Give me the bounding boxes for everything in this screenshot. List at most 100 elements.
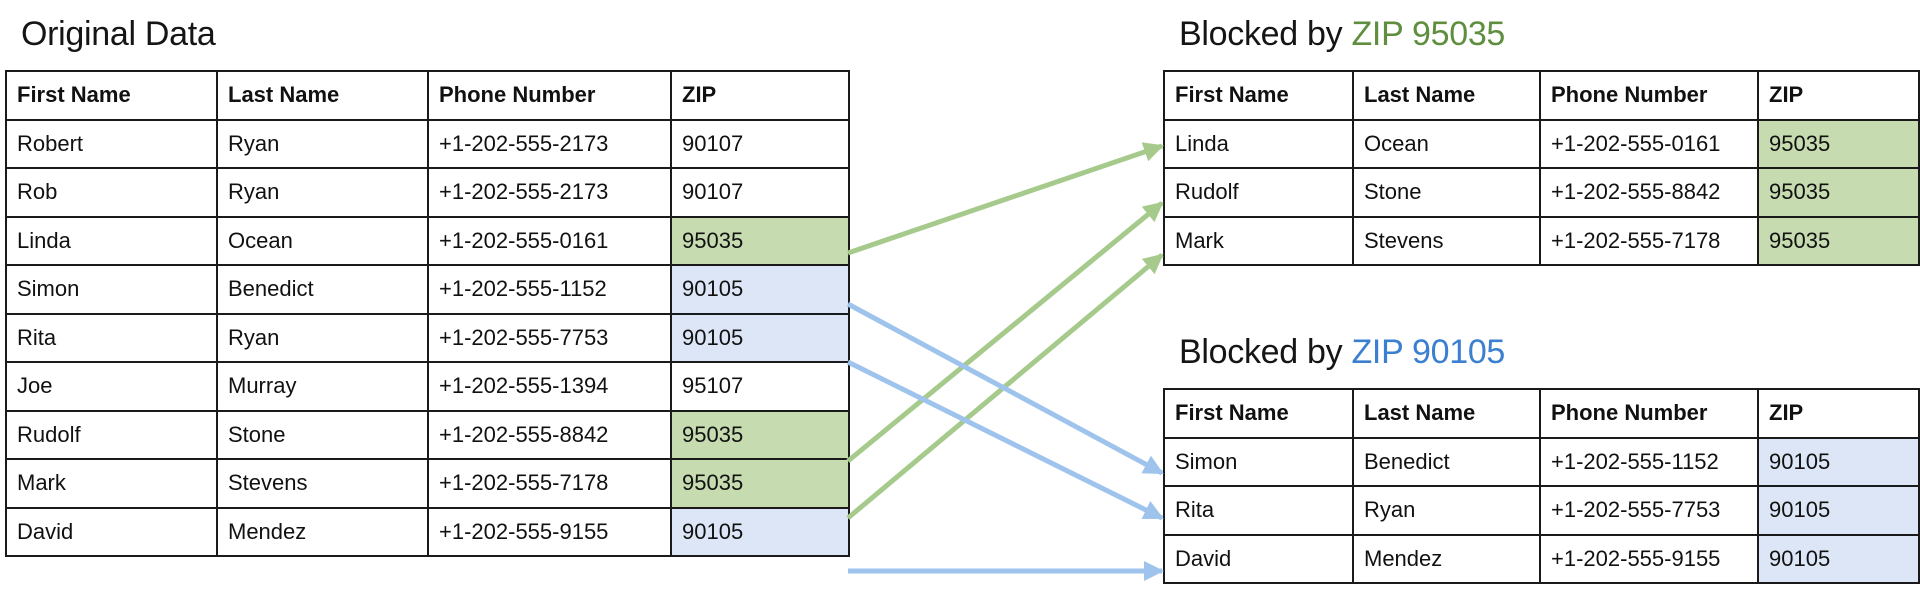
arrow-mark-icon xyxy=(846,253,1164,520)
cell-zip-highlighted-green: 95035 xyxy=(1757,118,1920,169)
cell-first-name: Rudolf xyxy=(1163,167,1354,218)
cell-phone: +1-202-555-1152 xyxy=(1539,436,1759,487)
cell-phone: +1-202-555-0161 xyxy=(427,215,672,266)
cell-zip-highlighted-blue: 90105 xyxy=(1757,485,1920,536)
block-95035-title-prefix: Blocked by xyxy=(1179,15,1352,53)
cell-phone: +1-202-555-7753 xyxy=(1539,485,1759,536)
header-zip: ZIP xyxy=(1757,70,1920,121)
header-first-name: First Name xyxy=(1163,70,1354,121)
cell-first-name: Rudolf xyxy=(5,409,218,460)
cell-zip-highlighted-blue: 90105 xyxy=(670,312,850,363)
table-row: David Mendez +1-202-555-9155 90105 xyxy=(1163,533,1920,584)
table-row: Rita Ryan +1-202-555-7753 90105 xyxy=(5,312,850,363)
cell-first-name: Robert xyxy=(5,118,218,169)
header-first-name: First Name xyxy=(5,70,218,121)
cell-first-name: Joe xyxy=(5,361,218,412)
header-last-name: Last Name xyxy=(1352,388,1541,439)
table-row: Rudolf Stone +1-202-555-8842 95035 xyxy=(5,409,850,460)
table-row: Rudolf Stone +1-202-555-8842 95035 xyxy=(1163,167,1920,218)
cell-last-name: Stone xyxy=(1352,167,1541,218)
original-data-title: Original Data xyxy=(21,15,216,53)
arrow-rita-icon xyxy=(846,359,1164,521)
cell-zip-highlighted-green: 95035 xyxy=(1757,215,1920,266)
cell-first-name: Linda xyxy=(1163,118,1354,169)
cell-zip: 90107 xyxy=(670,167,850,218)
table-row: Mark Stevens +1-202-555-7178 95035 xyxy=(5,458,850,509)
cell-last-name: Mendez xyxy=(216,506,429,557)
cell-zip-highlighted-green: 95035 xyxy=(1757,167,1920,218)
cell-last-name: Ocean xyxy=(1352,118,1541,169)
cell-last-name: Stevens xyxy=(1352,215,1541,266)
cell-first-name: Simon xyxy=(1163,436,1354,487)
table-header-row: First Name Last Name Phone Number ZIP xyxy=(1163,388,1920,439)
table-row: Rita Ryan +1-202-555-7753 90105 xyxy=(1163,485,1920,536)
cell-phone: +1-202-555-2173 xyxy=(427,167,672,218)
cell-first-name: Mark xyxy=(5,458,218,509)
cell-zip-highlighted-green: 95035 xyxy=(670,215,850,266)
arrow-rudolf-icon xyxy=(846,201,1164,463)
cell-zip-highlighted-blue: 90105 xyxy=(1757,533,1920,584)
cell-first-name: Rita xyxy=(5,312,218,363)
header-last-name: Last Name xyxy=(1352,70,1541,121)
header-zip: ZIP xyxy=(670,70,850,121)
block-95035-title-key: ZIP 95035 xyxy=(1351,15,1506,53)
table-row: Simon Benedict +1-202-555-1152 90105 xyxy=(5,264,850,315)
block-90105-table: First Name Last Name Phone Number ZIP Si… xyxy=(1163,388,1920,584)
cell-zip-highlighted-blue: 90105 xyxy=(670,506,850,557)
cell-last-name: Stone xyxy=(216,409,429,460)
block-95035-title: Blocked by ZIP 95035 xyxy=(1179,14,1505,54)
cell-last-name: Mendez xyxy=(1352,533,1541,584)
cell-phone: +1-202-555-8842 xyxy=(1539,167,1759,218)
header-phone-number: Phone Number xyxy=(1539,70,1759,121)
block-95035-table: First Name Last Name Phone Number ZIP Li… xyxy=(1163,70,1920,266)
cell-zip: 95107 xyxy=(670,361,850,412)
cell-phone: +1-202-555-9155 xyxy=(427,506,672,557)
cell-last-name: Ryan xyxy=(1352,485,1541,536)
cell-last-name: Murray xyxy=(216,361,429,412)
header-phone-number: Phone Number xyxy=(427,70,672,121)
table-row: Robert Ryan +1-202-555-2173 90107 xyxy=(5,118,850,169)
table-row: David Mendez +1-202-555-9155 90105 xyxy=(5,506,850,557)
header-zip: ZIP xyxy=(1757,388,1920,439)
cell-first-name: Simon xyxy=(5,264,218,315)
cell-last-name: Ryan xyxy=(216,312,429,363)
cell-last-name: Ryan xyxy=(216,167,429,218)
cell-last-name: Benedict xyxy=(1352,436,1541,487)
cell-first-name: David xyxy=(5,506,218,557)
cell-last-name: Ocean xyxy=(216,215,429,266)
cell-zip-highlighted-green: 95035 xyxy=(670,458,850,509)
cell-last-name: Stevens xyxy=(216,458,429,509)
cell-phone: +1-202-555-9155 xyxy=(1539,533,1759,584)
arrow-simon-icon xyxy=(846,301,1164,476)
cell-phone: +1-202-555-7753 xyxy=(427,312,672,363)
table-row: Rob Ryan +1-202-555-2173 90107 xyxy=(5,167,850,218)
cell-zip-highlighted-blue: 90105 xyxy=(1757,436,1920,487)
cell-phone: +1-202-555-1394 xyxy=(427,361,672,412)
table-header-row: First Name Last Name Phone Number ZIP xyxy=(1163,70,1920,121)
cell-phone: +1-202-555-2173 xyxy=(427,118,672,169)
header-last-name: Last Name xyxy=(216,70,429,121)
cell-zip-highlighted-blue: 90105 xyxy=(670,264,850,315)
cell-first-name: David xyxy=(1163,533,1354,584)
cell-last-name: Benedict xyxy=(216,264,429,315)
cell-phone: +1-202-555-1152 xyxy=(427,264,672,315)
header-phone-number: Phone Number xyxy=(1539,388,1759,439)
table-row: Simon Benedict +1-202-555-1152 90105 xyxy=(1163,436,1920,487)
block-90105-title-key: ZIP 90105 xyxy=(1351,333,1506,371)
cell-zip-highlighted-green: 95035 xyxy=(670,409,850,460)
table-row: Linda Ocean +1-202-555-0161 95035 xyxy=(5,215,850,266)
table-row: Linda Ocean +1-202-555-0161 95035 xyxy=(1163,118,1920,169)
table-row: Joe Murray +1-202-555-1394 95107 xyxy=(5,361,850,412)
table-header-row: First Name Last Name Phone Number ZIP xyxy=(5,70,850,121)
cell-phone: +1-202-555-7178 xyxy=(1539,215,1759,266)
header-first-name: First Name xyxy=(1163,388,1354,439)
table-row: Mark Stevens +1-202-555-7178 95035 xyxy=(1163,215,1920,266)
block-90105-title-prefix: Blocked by xyxy=(1179,333,1352,371)
cell-zip: 90107 xyxy=(670,118,850,169)
cell-first-name: Linda xyxy=(5,215,218,266)
arrow-linda-icon xyxy=(847,142,1164,256)
cell-phone: +1-202-555-8842 xyxy=(427,409,672,460)
block-90105-title: Blocked by ZIP 90105 xyxy=(1179,332,1505,372)
cell-phone: +1-202-555-0161 xyxy=(1539,118,1759,169)
cell-first-name: Mark xyxy=(1163,215,1354,266)
